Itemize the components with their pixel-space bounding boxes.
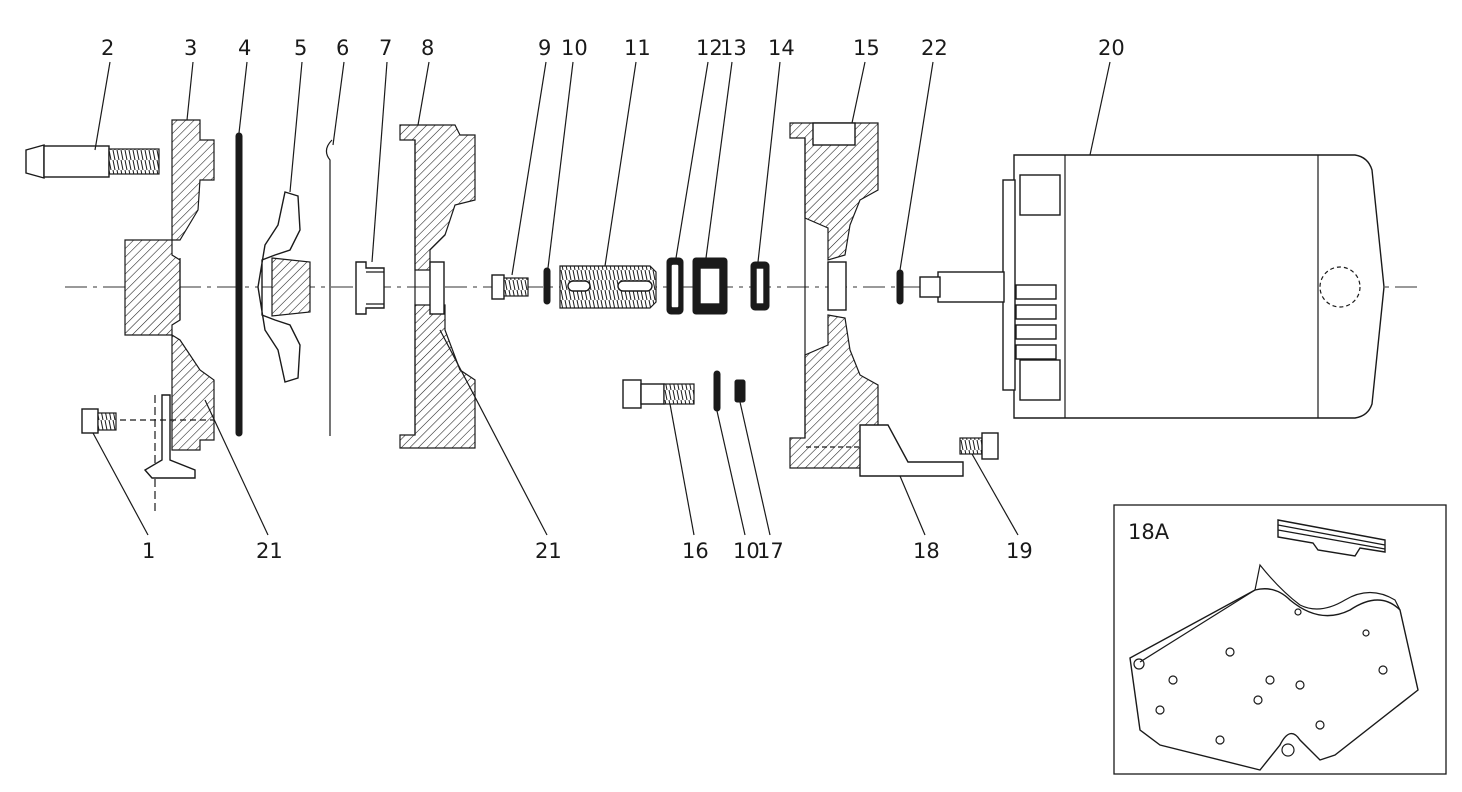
label-2: 2 (101, 36, 114, 60)
part-6-gasket (325, 139, 333, 436)
part-10-lower-o-ring (713, 370, 721, 412)
part-2-long-bolt (25, 144, 160, 179)
label-14: 14 (768, 36, 795, 60)
part-11-shaft-sleeve (559, 265, 657, 309)
part-8-seal-housing (399, 124, 476, 449)
label-10-top: 10 (561, 36, 588, 60)
part-19-bolt (959, 432, 999, 460)
label-22: 22 (921, 36, 948, 60)
leader-lines (92, 61, 1111, 536)
part-20-motor (919, 154, 1385, 419)
part-16-bolt (622, 379, 695, 409)
label-21-mid: 21 (535, 539, 562, 563)
part-13-mechanical-seal (692, 257, 728, 315)
part-3-pump-cover (120, 119, 215, 512)
part-15-bracket (789, 122, 879, 469)
label-9: 9 (538, 36, 551, 60)
part-22-o-ring (896, 269, 904, 305)
label-15: 15 (853, 36, 880, 60)
part-5-impeller (257, 191, 311, 383)
label-5: 5 (294, 36, 307, 60)
label-20: 20 (1098, 36, 1125, 60)
label-17: 17 (757, 539, 784, 563)
label-3: 3 (184, 36, 197, 60)
inset-18a-base-bracket (1129, 563, 1419, 771)
part-17-nut (734, 379, 746, 403)
part-4-o-ring (235, 132, 243, 437)
part-14-seal-seat (750, 261, 770, 311)
label-12: 12 (696, 36, 723, 60)
label-21-left: 21 (256, 539, 283, 563)
label-11: 11 (624, 36, 651, 60)
label-8: 8 (421, 36, 434, 60)
part-9-screw (491, 274, 529, 300)
part-7-bushing (355, 261, 385, 315)
label-4: 4 (238, 36, 251, 60)
label-6: 6 (336, 36, 349, 60)
label-16: 16 (682, 539, 709, 563)
label-7: 7 (379, 36, 392, 60)
label-19: 19 (1006, 539, 1033, 563)
label-10-bottom: 10 (733, 539, 760, 563)
inset-18a-spacer-block (1277, 519, 1386, 557)
label-18: 18 (913, 539, 940, 563)
inset-18a: 18A (1113, 504, 1447, 775)
part-1-bolt (81, 408, 117, 434)
label-13: 13 (720, 36, 747, 60)
part-18-base-foot (806, 424, 964, 477)
inset-18a-label: 18A (1128, 520, 1170, 544)
part-10-o-ring (543, 267, 551, 305)
label-1: 1 (142, 539, 155, 563)
part-12-seal-inner (670, 263, 680, 309)
